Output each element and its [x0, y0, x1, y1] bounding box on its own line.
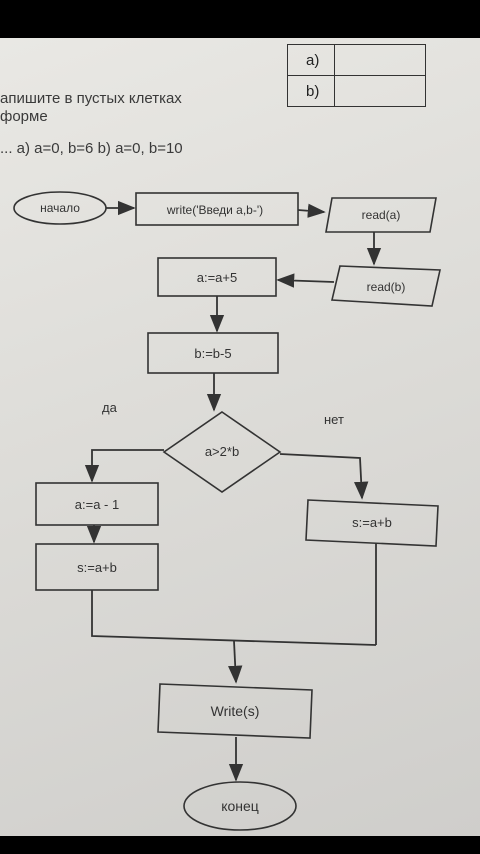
instruction-line-1: апишите в пустых клетках — [0, 90, 182, 107]
answer-cell-a[interactable] — [334, 44, 426, 76]
condition-label: a>2*b — [205, 444, 239, 459]
start-label: начало — [40, 201, 80, 215]
no-assign-s-box — [305, 499, 439, 547]
read-a-label: read(a) — [362, 208, 401, 222]
yes-assign-a-label: a:=a - 1 — [75, 497, 119, 512]
no-assign-s-label: s:=a+b — [352, 515, 392, 530]
inputs-line: ... а) а=0, b=6 b) a=0, b=10 — [0, 140, 183, 157]
read-a-box — [325, 197, 437, 233]
yes-assign-a-box — [35, 482, 159, 526]
arrow-merge-to-write-s — [228, 640, 243, 684]
answer-label-b: b) — [287, 75, 335, 107]
end-terminal — [183, 781, 297, 831]
arrow-read-b-to-assign-a — [276, 273, 335, 288]
instruction-line-2: форме — [0, 108, 48, 125]
arrow-yes-branch — [84, 449, 164, 483]
assign-b-label: b:=b-5 — [194, 346, 231, 361]
end-label: конец — [221, 798, 259, 814]
read-b-box — [331, 265, 441, 307]
answer-row-a: a) — [287, 44, 426, 76]
answer-label-a: a) — [287, 44, 335, 76]
write-s-box — [157, 683, 313, 739]
no-label: нет — [324, 412, 344, 427]
assign-a-label: a:=a+5 — [197, 270, 238, 285]
read-b-label: read(b) — [367, 280, 406, 294]
condition-diamond — [162, 411, 282, 493]
yes-assign-s-label: s:=a+b — [77, 560, 117, 575]
yes-label: да — [102, 400, 118, 415]
assign-b-box — [147, 332, 279, 374]
arrow-write-to-read-a — [297, 203, 326, 218]
answer-table: a) b) — [287, 44, 426, 107]
write-s-label: Write(s) — [211, 703, 260, 719]
bottom-bar — [0, 836, 480, 854]
write-prompt-box — [135, 192, 299, 226]
line-yes-merge — [91, 590, 377, 646]
answer-row-b: b) — [287, 75, 426, 107]
answer-cell-b[interactable] — [334, 75, 426, 107]
yes-assign-s-box — [35, 543, 159, 591]
write-prompt-label: write('Введи a,b-') — [166, 203, 263, 217]
arrow-no-branch — [279, 453, 369, 500]
worksheet-page — [0, 38, 480, 836]
cut-off-text: ем, если было введено: — [0, 22, 167, 39]
